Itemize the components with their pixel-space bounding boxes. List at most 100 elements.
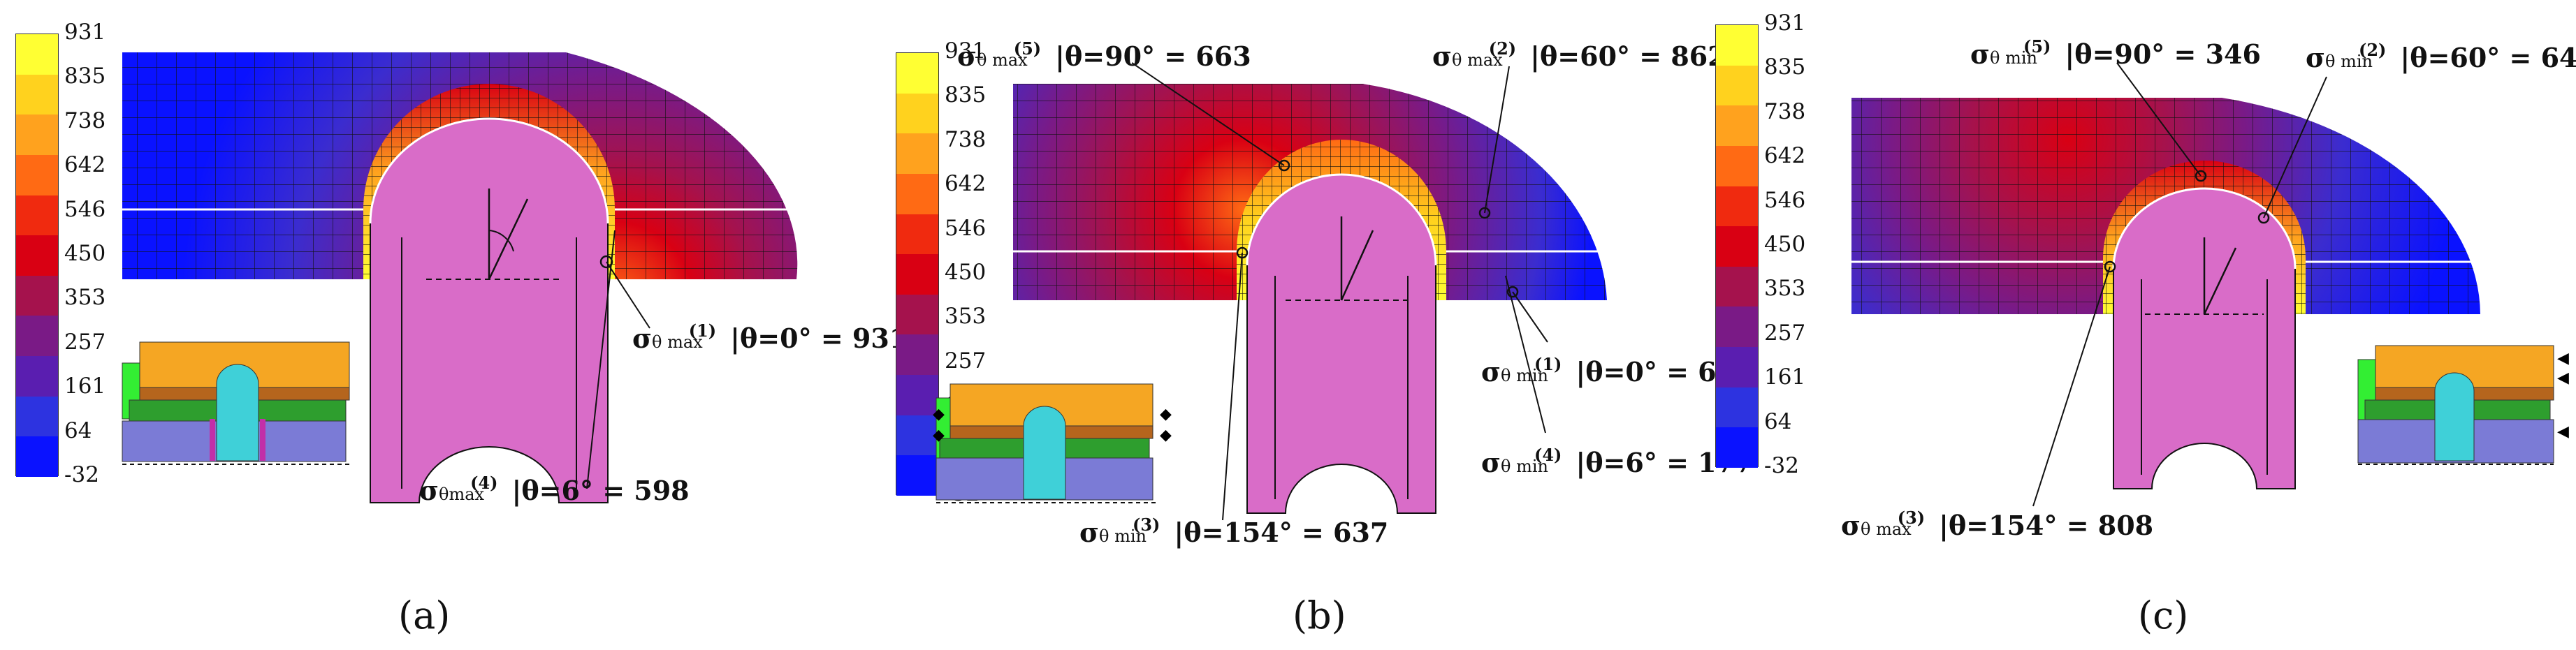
label-c-2: σθ min(2)|θ=60° = 647 (2306, 40, 2576, 73)
sigma-symbol: σ (2306, 42, 2326, 73)
label-condition: |θ=154° = 808 (1939, 510, 2154, 541)
label-superscript: (1) (1534, 354, 1562, 374)
label-subscript: θ max (977, 50, 1028, 70)
label-subscript: θ min (1501, 366, 1548, 385)
svg-text:◀: ◀ (2557, 423, 2569, 441)
sigma-symbol: σ (632, 323, 653, 354)
colorbar-band (16, 396, 58, 437)
label-subscript: θ min (1990, 48, 2037, 68)
colorbar-tick-label: 931 (64, 20, 106, 45)
label-b-1: σθ max(5)|θ=90° = 663 (957, 38, 1251, 72)
colorbar-tick-label: 161 (1764, 364, 1806, 390)
colorbar-tick-label: 642 (64, 152, 106, 178)
label-a-1: σθ max(1)|θ=0° = 931 (632, 320, 908, 354)
colorbar-tick-label: 835 (1764, 54, 1806, 80)
caption-c: (c) (2138, 593, 2189, 637)
sigma-symbol: σ (1432, 40, 1453, 72)
colorbar-tick-label: 546 (64, 196, 106, 222)
colorbar-tick-label: 64 (64, 418, 92, 443)
colorbar-band (16, 316, 58, 357)
colorbar-band (1716, 306, 1758, 348)
fe-stress-plot-a (122, 52, 798, 503)
colorbar-band (1716, 25, 1758, 66)
colorbar-band (896, 375, 938, 415)
colorbar-tick-label: 835 (64, 64, 106, 89)
colorbar-band (1716, 427, 1758, 468)
colorbar-tick-label: 353 (1764, 276, 1806, 302)
sigma-symbol: σ (1970, 38, 1991, 70)
colorbar-band (896, 173, 938, 214)
colorbar-tick-label: 738 (64, 108, 106, 133)
label-condition: |θ=90° = 346 (2065, 38, 2261, 70)
label-subscript: θmax (439, 485, 485, 504)
colorbar-tick-label: 353 (945, 304, 987, 330)
colorbar-tick-label: 642 (945, 171, 987, 197)
label-superscript: (2) (1488, 38, 1517, 59)
colorbar-c (1715, 24, 1759, 468)
colorbar-tick-label: 546 (1764, 187, 1806, 213)
sigma-symbol: σ (419, 475, 439, 506)
label-condition: |θ=60° = 862 (1530, 40, 1726, 72)
colorbar-band (896, 254, 938, 295)
colorbar-band (896, 93, 938, 134)
colorbar-tick-label: 835 (945, 82, 987, 108)
label-condition: |θ=90° = 663 (1055, 40, 1251, 72)
colorbar-band (1716, 186, 1758, 227)
label-subscript: θ min (1501, 457, 1548, 476)
label-superscript: (2) (2359, 40, 2387, 60)
label-condition: |θ=154° = 637 (1174, 517, 1389, 548)
label-subscript: θ max (1452, 50, 1503, 70)
colorbar-tick-label: -32 (1764, 453, 1799, 478)
label-c-3: σθ max(3)|θ=154° = 808 (1841, 508, 2154, 541)
label-b-2: σθ max(2) |θ=60° = 862 (1432, 38, 1726, 72)
svg-text:◆: ◆ (1160, 406, 1172, 423)
colorbar-tick-label: 642 (1764, 143, 1806, 169)
svg-text:◀: ◀ (2557, 369, 2569, 387)
colorbar-tick-label: 257 (1764, 320, 1806, 346)
svg-text:◆: ◆ (1160, 427, 1172, 444)
label-superscript: (3) (1897, 508, 1926, 528)
colorbar-band (16, 235, 58, 276)
colorbar-band (896, 133, 938, 174)
caption-a: (a) (398, 593, 451, 637)
colorbar-band (16, 115, 58, 155)
label-condition: |θ=60° = 647 (2400, 42, 2576, 73)
colorbar-tick-label: 931 (945, 38, 987, 64)
label-superscript: (4) (470, 473, 498, 493)
sigma-symbol: σ (1481, 356, 1501, 387)
svg-text:◀: ◀ (2557, 350, 2569, 367)
svg-text:◆: ◆ (933, 427, 945, 444)
fe-stress-plot-b: ◆ ◆ ◆ ◆ (933, 62, 1607, 521)
label-condition: |θ=6° = 598 (511, 475, 690, 506)
colorbar-band (1716, 105, 1758, 146)
fe-stress-plot-c: ◀ ◀ ◀ (1851, 62, 2569, 507)
colorbar-tick-label: 931 (1764, 10, 1806, 36)
colorbar-band (16, 436, 58, 477)
colorbar-tick-label: 450 (64, 241, 106, 266)
label-superscript: (3) (1133, 515, 1160, 535)
colorbar-band (16, 195, 58, 236)
colorbar-tick-label: 64 (1764, 408, 1792, 434)
colorbar-band (896, 294, 938, 335)
colorbar-band (16, 275, 58, 316)
colorbar-tick-label: 353 (64, 285, 106, 311)
label-subscript: θ max (652, 332, 703, 352)
colorbar-band (1716, 387, 1758, 428)
colorbar-tick-label: -32 (64, 462, 99, 487)
colorbar-tick-label: 738 (1764, 98, 1806, 124)
colorbar-b (896, 52, 939, 496)
sigma-symbol: σ (1841, 510, 1861, 541)
colorbar-band (1716, 266, 1758, 307)
colorbar-tick-label: 161 (64, 374, 106, 399)
colorbar-band (16, 74, 58, 115)
colorbar-band (896, 334, 938, 376)
colorbar-tick-label: 257 (945, 348, 987, 374)
colorbar-band (896, 53, 938, 94)
label-superscript: (5) (2023, 36, 2051, 57)
label-condition: |θ=0° = 931 (730, 323, 908, 354)
label-subscript: θ min (1099, 526, 1147, 546)
sigma-symbol: σ (1079, 517, 1100, 548)
colorbar-band (1716, 226, 1758, 267)
